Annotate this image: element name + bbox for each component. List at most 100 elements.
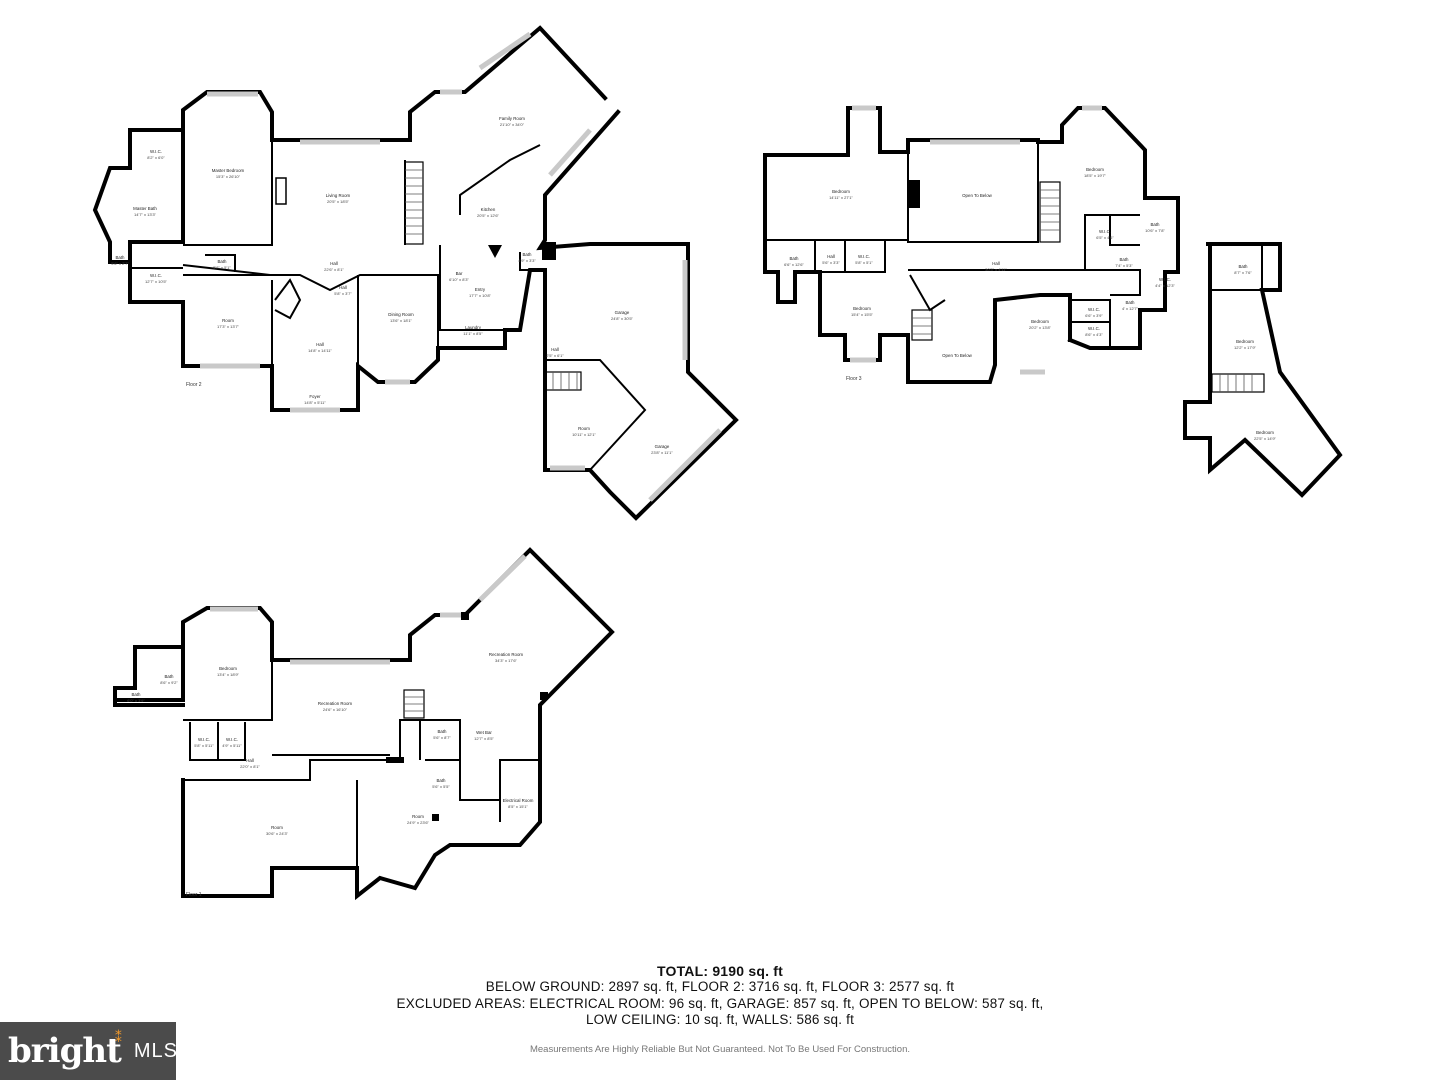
room-dimension: 17'3" x 13'7" — [217, 324, 240, 329]
room-dimension: 20'5" x 18'5" — [327, 199, 350, 204]
room-dimension: 13'4" x 18'9" — [217, 672, 240, 677]
room-dimension: 12'7" x 8'5" — [474, 736, 494, 741]
room-label: Open To Below — [962, 193, 993, 198]
room-label: Bar — [456, 271, 463, 276]
room-label: Hall — [551, 347, 559, 352]
room-label: Master Bath — [133, 206, 157, 211]
room-label: Open To Below — [942, 353, 973, 358]
disclaimer: Measurements Are Highly Reliable But Not… — [529, 1044, 910, 1055]
room-label: Bath — [1125, 300, 1135, 305]
room-dimension: 5'6" x 3'3" — [822, 260, 840, 265]
room-label: Master Bedroom — [212, 168, 245, 173]
floor-1-plan: Bath 8'6" x 9'2" Bath 6'0" x 3'9" Bedroo… — [113, 547, 615, 901]
room-label: Hall — [316, 342, 324, 347]
room-label: Electrical Room — [503, 798, 534, 803]
room-label: Family Room — [499, 116, 525, 121]
room-dimension: 30'6" x 24'3" — [266, 831, 289, 836]
attic-stairs — [1219, 374, 1253, 392]
room-label: Room — [412, 814, 424, 819]
floor-label: Floor 1 — [186, 892, 202, 898]
floor-plan-drawing: W.I.C. 8'2" x 6'0" Master Bath 14'7" x 1… — [92, 25, 1343, 901]
room-dimension: 12'7" x 10'5" — [145, 279, 168, 284]
room-label: Hall — [330, 261, 338, 266]
room-label: Dining Room — [388, 312, 414, 317]
room-label: Bath — [522, 252, 532, 257]
room-label: Wet Bar — [476, 730, 492, 735]
room-label: Bath — [131, 692, 141, 697]
room-dimension: 4' x 12'7" — [1122, 306, 1139, 311]
room-label: Hall — [339, 285, 347, 290]
room-label: Bedroom — [832, 189, 850, 194]
room-dimension: 13'6" x 18'1" — [390, 318, 413, 323]
room-dimension: 8'2" x 6'0" — [147, 155, 165, 160]
room-dimension: 5'8" x 5'1" — [855, 260, 873, 265]
room-label: W.I.C. — [150, 149, 162, 154]
room-label: Room — [271, 825, 283, 830]
floor-1-stairs — [403, 689, 425, 719]
room-dimension: 5'6" x 5'5" — [432, 784, 450, 789]
room-dimension: 8'6" x 4'3" — [1085, 332, 1103, 337]
room-dimension: 4'9" x 5'11" — [222, 743, 242, 748]
room-label: Garage — [655, 444, 670, 449]
room-label: Garage — [615, 310, 630, 315]
floor-label: Floor 2 — [186, 382, 202, 388]
room-dimension: 6'5" x 4'6" — [1096, 235, 1114, 240]
room-dimension: 8'7" x 7'6" — [1234, 270, 1252, 275]
room-label: W.I.C. — [198, 737, 210, 742]
room-dimension: 5'6" x 2'7" — [111, 261, 129, 266]
room-dimension: 11'1" x 8'5" — [463, 331, 483, 336]
bright-mls-logo: bright ⁑ MLS — [0, 1022, 177, 1080]
room-dimension: 4'9" x 3'3" — [518, 258, 536, 263]
room-label: Bath — [217, 259, 227, 264]
room-label: Living Room — [326, 193, 351, 198]
room-label: Recreation Room — [489, 652, 524, 657]
room-dimension: 14'7" x 13'3" — [134, 212, 157, 217]
room-label: Room — [578, 426, 590, 431]
room-label: Kitchen — [481, 207, 496, 212]
room-label: Recreation Room — [318, 701, 353, 706]
room-dimension: 8'5" x 15'1" — [508, 804, 528, 809]
room-label: Room — [222, 318, 234, 323]
room-dimension: 24'6" x 16'10" — [323, 707, 348, 712]
room-label: Bedroom — [1086, 167, 1104, 172]
room-label: Bath — [115, 255, 125, 260]
room-dimension: 7'4" x 5'3" — [1115, 263, 1133, 268]
room-dimension: 14'8" x 5'11" — [304, 400, 326, 405]
room-dimension: 15'3" x 26'10" — [216, 174, 241, 179]
room-dimension: 10'6" x 7'8" — [1145, 228, 1165, 233]
room-label: Bath — [164, 674, 174, 679]
room-dimension: 6'6" x 12'6" — [784, 262, 804, 267]
floor-areas: BELOW GROUND: 2897 sq. ft, FLOOR 2: 3716… — [485, 979, 955, 995]
room-label: Hall — [246, 758, 254, 763]
room-label: Laundry — [465, 325, 482, 330]
room-label: Entry — [475, 287, 486, 292]
room-label: Foyer — [309, 394, 321, 399]
room-dimension: 17'7" x 10'8" — [469, 293, 492, 298]
room-dimension: 6'6" x 3'9" — [1085, 313, 1103, 318]
room-dimension: 4'4" x 12'3" — [1155, 283, 1175, 288]
room-dimension: 24'9" x 23'6" — [407, 820, 430, 825]
room-dimension: 8'6" x 9'2" — [160, 680, 178, 685]
room-label: Bath — [436, 778, 446, 783]
room-dimension: 20'2" x 13'8" — [1029, 325, 1052, 330]
room-dimension: 18'5" x 19'7" — [1084, 173, 1107, 178]
room-label: Bedroom — [853, 306, 871, 311]
room-label: Bedroom — [1256, 430, 1274, 435]
room-dimension: 22'0" x 8'1" — [240, 764, 260, 769]
room-label: Bedroom — [1031, 319, 1049, 324]
room-label: Bedroom — [219, 666, 237, 671]
room-label: W.I.C. — [150, 273, 162, 278]
room-dimension: 5'8" x 5'11" — [194, 743, 214, 748]
room-dimension: 14'11" x 27'1" — [829, 195, 853, 200]
room-label: Bath — [789, 256, 799, 261]
room-label: W.I.C. — [1159, 277, 1171, 282]
room-label: W.I.C. — [226, 737, 238, 742]
room-dimension: 20'5" x 12'6" — [477, 213, 500, 218]
room-dimension: 30'3" x 4'11" — [985, 267, 1007, 272]
floor-2-plan: W.I.C. 8'2" x 6'0" Master Bath 14'7" x 1… — [92, 25, 739, 521]
total-area: TOTAL: 9190 sq. ft — [657, 963, 783, 979]
room-label: Bath — [1150, 222, 1160, 227]
room-dimension: 14'8" x 14'11" — [308, 348, 332, 353]
floor-3-plan: Bedroom 14'11" x 27'1" Open To Below Bed… — [763, 105, 1343, 498]
floor-label: Floor 3 — [846, 376, 862, 382]
